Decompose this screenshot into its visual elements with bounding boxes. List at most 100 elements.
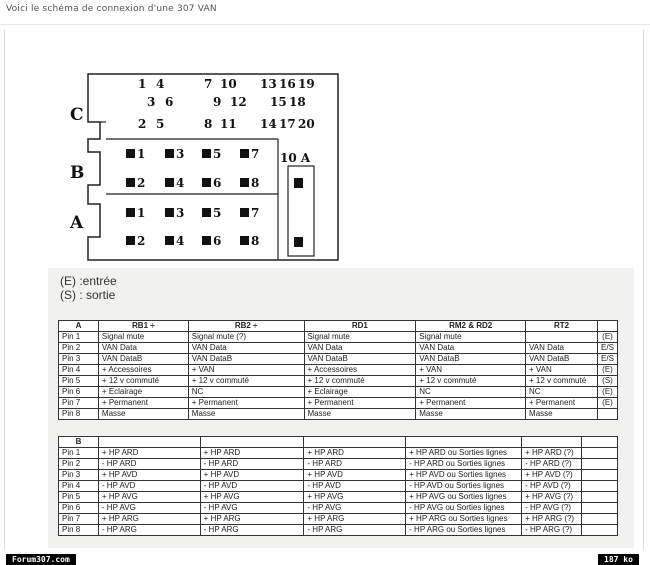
table-cell: + Eclairage	[303, 386, 417, 398]
file-size: 187 ko	[598, 554, 639, 565]
connector-outline	[87, 73, 339, 261]
table-cell: + HP AVG ou Sorties lignes	[405, 491, 523, 503]
a-pin-5-square	[202, 208, 211, 217]
a-pin-7-square	[240, 208, 249, 217]
pin-label: Pin 6	[58, 502, 99, 514]
table-cell: + HP AVG (?)	[521, 491, 583, 503]
table-cell: - HP AVD	[303, 480, 407, 492]
table-cell: - HP AVG	[199, 502, 305, 514]
table-cell: NC	[187, 386, 305, 398]
a-pin-2: 2	[137, 234, 145, 248]
table-cell: + 12 v commuté	[303, 375, 417, 387]
table-cell	[581, 513, 618, 525]
table-cell: + HP AVD	[97, 469, 201, 481]
table-cell: Signal mute	[97, 331, 189, 343]
table-cell: (S)	[596, 375, 619, 387]
pin-label: Pin 7	[58, 397, 99, 409]
section-c-label: C	[70, 105, 84, 125]
column-header: A	[58, 320, 99, 332]
b-pin-3-square	[165, 149, 174, 158]
table-row: Pin 5+ 12 v commuté+ 12 v commuté+ 12 v …	[58, 375, 619, 387]
table-cell	[525, 331, 598, 343]
table-cell: VAN DataB	[525, 353, 598, 365]
table-cell: NC	[415, 386, 527, 398]
c-pin-19: 19	[298, 77, 315, 91]
table-cell: + Accessoires	[303, 364, 417, 376]
table-cell: - HP AVG	[97, 502, 201, 514]
b-pin-5-square	[202, 149, 211, 158]
footer-bar	[0, 553, 650, 565]
a-pin-4-square	[165, 236, 174, 245]
table-cell: (E)	[596, 331, 619, 343]
b-pin-2-square	[126, 178, 135, 187]
b-pin-6: 6	[213, 176, 221, 190]
table-cell: Signal mute	[303, 331, 417, 343]
column-header	[303, 436, 407, 448]
table-cell: + HP ARD	[303, 447, 407, 459]
table-cell: (E)	[596, 364, 619, 376]
column-header: RM2 & RD2	[415, 320, 527, 332]
a-pin-1-square	[126, 208, 135, 217]
table-cell: + VAN	[187, 364, 305, 376]
a-pin-6-square	[202, 236, 211, 245]
pin-label: Pin 7	[58, 513, 99, 525]
legend: (E) :entrée (S) : sortie	[60, 274, 117, 302]
scanned-document: 10 A C B A 1 4 7 10 13 16 19 3 6 9 12 15…	[8, 32, 640, 548]
table-header: B	[58, 436, 618, 448]
fuse-10a-housing	[287, 165, 315, 257]
table-cell: - HP ARD	[97, 458, 201, 470]
table-cell: Masse	[187, 408, 305, 420]
table-cell	[581, 458, 618, 470]
table-cell: VAN DataB	[303, 353, 417, 365]
b-pin-4-square	[165, 178, 174, 187]
table-cell	[581, 447, 618, 459]
b-pin-3: 3	[176, 147, 184, 161]
fuse-10a-label: 10 A	[280, 151, 311, 165]
c-pin-18: 18	[289, 95, 306, 109]
table-row: Pin 7+ Permanent+ Permanent+ Permanent+ …	[58, 397, 619, 409]
pin-label: Pin 1	[58, 447, 99, 459]
c-pin-7: 7	[204, 77, 212, 91]
column-header	[405, 436, 523, 448]
table-cell: + HP AVG	[97, 491, 201, 503]
table-cell: - HP ARG	[199, 524, 305, 536]
column-header	[521, 436, 583, 448]
b-pin-8-square	[240, 178, 249, 187]
table-row: Pin 6- HP AVG- HP AVG- HP AVG- HP AVG ou…	[58, 502, 618, 514]
c-pin-14: 14	[260, 117, 277, 131]
b-pin-7: 7	[251, 147, 259, 161]
c-pin-10: 10	[220, 77, 237, 91]
b-pin-6-square	[202, 178, 211, 187]
table-cell: - HP AVD	[199, 480, 305, 492]
table-cell: VAN Data	[97, 342, 189, 354]
table-cell: E/S	[596, 342, 619, 354]
column-header	[596, 320, 619, 332]
pin-label: Pin 4	[58, 480, 99, 492]
a-pin-3: 3	[176, 206, 184, 220]
c-pin-4: 4	[156, 77, 164, 91]
table-cell: VAN Data	[415, 342, 527, 354]
table-cell: + HP ARD	[199, 447, 305, 459]
frame-left-border	[4, 30, 5, 550]
section-b-label: B	[70, 163, 84, 183]
a-pin-8: 8	[251, 234, 259, 248]
b-pin-2: 2	[137, 176, 145, 190]
pin-label: Pin 3	[58, 469, 99, 481]
table-cell: + Permanent	[525, 397, 598, 409]
pin-label: Pin 5	[58, 491, 99, 503]
a-pin-7: 7	[251, 206, 259, 220]
column-header	[199, 436, 305, 448]
table-cell: + Permanent	[187, 397, 305, 409]
pin-label: Pin 8	[58, 524, 99, 536]
table-cell: + VAN	[525, 364, 598, 376]
b-pin-8: 8	[251, 176, 259, 190]
b-pin-4: 4	[176, 176, 184, 190]
pin-label: Pin 1	[58, 331, 99, 343]
table-cell: Masse	[415, 408, 527, 420]
table-cell: + Permanent	[97, 397, 189, 409]
table-cell: - HP ARD ou Sorties lignes	[405, 458, 523, 470]
table-row: Pin 2- HP ARD- HP ARD- HP ARD- HP ARD ou…	[58, 458, 618, 470]
table-row: Pin 1+ HP ARD+ HP ARD+ HP ARD+ HP ARD ou…	[58, 447, 618, 459]
section-a-label: A	[69, 213, 84, 233]
